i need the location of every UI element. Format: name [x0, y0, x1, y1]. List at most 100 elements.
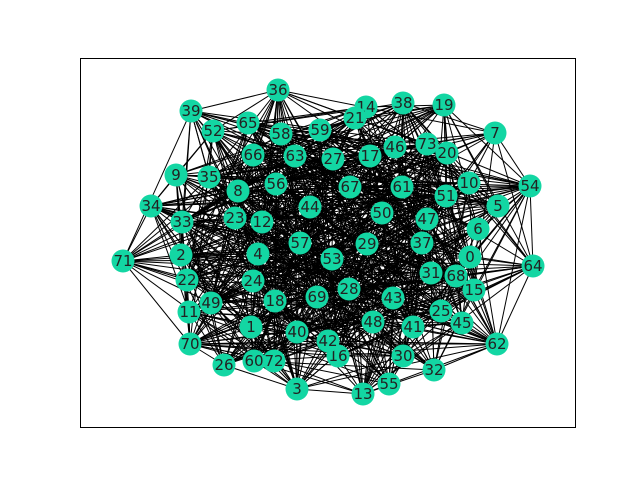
- node-label-20: 20: [437, 144, 456, 162]
- node-61: 61: [390, 175, 414, 199]
- node-circle-33: [170, 210, 194, 234]
- edge-47-59: [319, 129, 428, 220]
- node-label-22: 22: [177, 271, 196, 289]
- edge-4-44: [257, 206, 311, 255]
- edge-37-62: [421, 242, 498, 345]
- node-label-7: 7: [490, 124, 500, 142]
- edge-55-56: [275, 183, 390, 385]
- node-circle-60: [242, 349, 266, 373]
- edge-13-72: [273, 360, 364, 395]
- node-label-0: 0: [465, 248, 475, 266]
- node-label-19: 19: [434, 96, 453, 114]
- node-label-46: 46: [385, 138, 404, 156]
- node-circle-69: [305, 285, 329, 309]
- node-label-34: 34: [141, 197, 160, 215]
- node-label-12: 12: [252, 213, 271, 231]
- node-18: 18: [263, 289, 287, 313]
- edge-7-64: [494, 132, 534, 267]
- node-label-29: 29: [357, 235, 376, 253]
- node-label-59: 59: [310, 121, 329, 139]
- node-35: 35: [197, 165, 221, 189]
- node-67: 67: [338, 175, 362, 199]
- edge-13-61: [362, 186, 403, 395]
- node-29: 29: [355, 232, 379, 256]
- edge-49-60: [210, 302, 255, 362]
- node-label-37: 37: [412, 234, 431, 252]
- node-22: 22: [175, 268, 199, 292]
- edge-66-71: [122, 154, 254, 262]
- node-circle-65: [236, 111, 260, 135]
- node-circle-41: [401, 315, 425, 339]
- node-label-36: 36: [268, 81, 287, 99]
- node-label-15: 15: [464, 281, 483, 299]
- node-57: 57: [288, 231, 312, 255]
- node-73: 73: [415, 132, 439, 156]
- node-49: 49: [199, 291, 223, 315]
- node-43: 43: [381, 286, 405, 310]
- node-41: 41: [401, 315, 425, 339]
- node-circle-3: [285, 377, 309, 401]
- node-70: 70: [178, 332, 202, 356]
- node-label-72: 72: [264, 352, 283, 370]
- node-circle-35: [197, 165, 221, 189]
- node-label-54: 54: [520, 177, 539, 195]
- node-circle-51: [434, 184, 458, 208]
- edge-6-19: [443, 104, 479, 230]
- node-circle-26: [212, 353, 236, 377]
- node-55: 55: [377, 372, 401, 396]
- node-circle-24: [241, 269, 265, 293]
- edge-37-63: [294, 155, 423, 244]
- node-circle-66: [241, 143, 265, 167]
- node-circle-73: [415, 132, 439, 156]
- edge-66-68: [252, 154, 457, 277]
- plot-frame: [80, 58, 576, 428]
- node-label-4: 4: [253, 245, 263, 263]
- node-45: 45: [450, 311, 474, 335]
- node-circle-57: [288, 231, 312, 255]
- node-circle-29: [355, 232, 379, 256]
- node-20: 20: [435, 141, 459, 165]
- node-11: 11: [177, 300, 201, 324]
- node-66: 66: [241, 143, 265, 167]
- node-60: 60: [242, 349, 266, 373]
- node-label-51: 51: [436, 187, 455, 205]
- edge-42-43: [327, 297, 394, 342]
- edge-43-57: [299, 242, 394, 299]
- node-circle-27: [321, 147, 345, 171]
- node-label-48: 48: [363, 313, 382, 331]
- node-44: 44: [298, 195, 322, 219]
- node-7: 7: [483, 121, 507, 145]
- node-68: 68: [444, 264, 468, 288]
- node-label-33: 33: [172, 213, 191, 231]
- edge-49-71: [122, 260, 212, 304]
- edge-51-54: [445, 185, 531, 197]
- node-label-23: 23: [225, 209, 244, 227]
- edge-33-39: [181, 110, 192, 223]
- node-58: 58: [269, 122, 293, 146]
- node-circle-64: [521, 254, 545, 278]
- edge-68-73: [426, 143, 457, 277]
- node-circle-42: [316, 329, 340, 353]
- node-circle-50: [370, 201, 394, 225]
- node-label-31: 31: [421, 264, 440, 282]
- node-label-52: 52: [203, 122, 222, 140]
- node-label-58: 58: [271, 125, 290, 143]
- edge-30-71: [122, 260, 404, 357]
- node-27: 27: [321, 147, 345, 171]
- node-label-69: 69: [307, 288, 326, 306]
- edge-51-53: [331, 195, 447, 260]
- node-label-43: 43: [383, 289, 402, 307]
- edge-34-60: [150, 205, 255, 362]
- node-circle-43: [381, 286, 405, 310]
- node-circle-67: [338, 175, 362, 199]
- node-52: 52: [201, 119, 225, 143]
- node-label-28: 28: [339, 280, 358, 298]
- edge-49-68: [210, 275, 457, 304]
- node-23: 23: [223, 206, 247, 230]
- node-label-44: 44: [300, 198, 319, 216]
- node-label-49: 49: [201, 294, 220, 312]
- edge-63-72: [273, 155, 296, 362]
- node-65: 65: [236, 111, 260, 135]
- node-label-65: 65: [238, 114, 257, 132]
